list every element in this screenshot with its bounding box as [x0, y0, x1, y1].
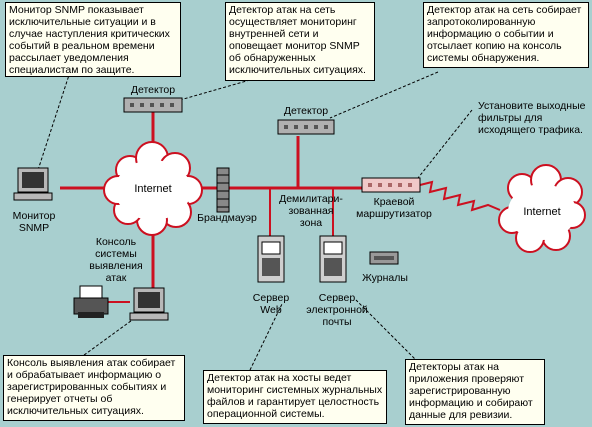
note-host-detector: Детектор атак на хосты ведет мониторинг …	[203, 370, 387, 424]
web-server-icon	[257, 235, 285, 283]
label-detector-left: Детектор	[130, 84, 176, 96]
label-logs: Журналы	[362, 272, 408, 284]
lightning-link-icon	[419, 180, 501, 212]
callout-snmp	[37, 71, 71, 171]
internet-cloud-inner	[103, 141, 203, 236]
snmp-monitor-computer-icon	[13, 167, 53, 201]
detector-right-icon	[277, 119, 335, 135]
callout-console	[79, 317, 136, 359]
note-app-detector: Детекторы атак на приложения проверяют з…	[405, 359, 545, 425]
printer-icon	[73, 285, 109, 318]
note-snmp-monitor: Монитор SNMP показывает исключительные с…	[5, 2, 181, 77]
callout-host	[249, 303, 283, 371]
logs-icon	[369, 251, 399, 265]
callout-dmz-detector	[329, 71, 439, 119]
label-firewall: Брандмауэр	[197, 212, 257, 224]
callout-filters	[417, 109, 473, 179]
label-mail-server: Сервер электронной почты	[306, 292, 368, 328]
label-internet-inner: Internet	[134, 183, 172, 195]
note-console: Консоль выявления атак собирает и обраба…	[3, 355, 185, 421]
label-edge-router: Краевой маршрутизатор	[356, 196, 432, 220]
firewall-icon	[216, 167, 230, 213]
note-dmz-detector: Детектор атак на сеть собирает запротоко…	[423, 2, 589, 68]
detector-left-icon	[123, 97, 183, 113]
label-web-server: Сервер Web	[252, 292, 290, 316]
callout-net-detector	[179, 79, 251, 101]
mail-server-icon	[319, 235, 347, 283]
label-snmp-monitor: Монитор SNMP	[12, 210, 56, 234]
label-internet-outer: Internet	[523, 206, 561, 218]
edge-router-icon	[361, 177, 421, 193]
label-dmz: Демилитари- зованная зона	[279, 193, 343, 229]
internet-cloud-outer	[498, 164, 586, 253]
console-computer-icon	[129, 287, 169, 321]
label-console: Консоль системы выявления атак	[89, 236, 143, 284]
note-network-detector: Детектор атак на сеть осуществляет монит…	[225, 2, 375, 81]
label-outbound-filters: Установите выходные фильтры для исходяще…	[478, 100, 586, 136]
label-detector-right: Детектор	[283, 105, 329, 117]
